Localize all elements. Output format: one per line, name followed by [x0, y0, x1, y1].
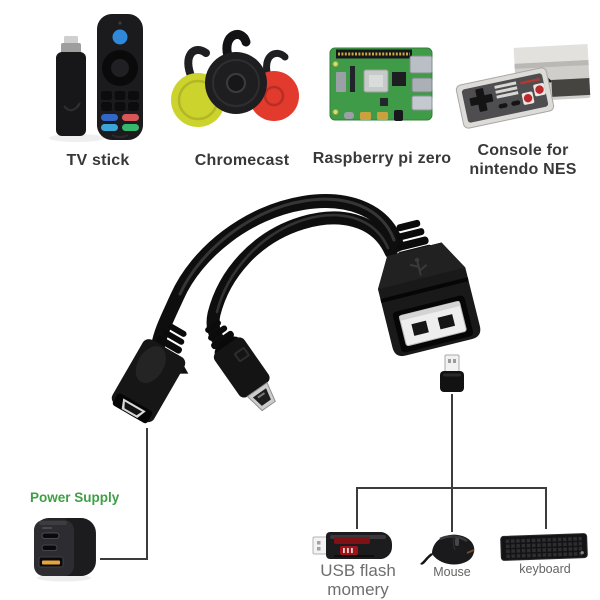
usb-a-female-connector: [377, 219, 481, 357]
micro-usb-female-connector: [111, 323, 189, 424]
cable-middle-branch: [206, 211, 398, 361]
mic-hole-icon: [118, 21, 122, 25]
nes-label: Console for nintendo NES: [469, 142, 577, 178]
ethernet-port: [409, 55, 433, 74]
chrome-logo-icon: [226, 73, 246, 93]
raspberry-pi-label: Raspberry pi zero: [312, 150, 452, 167]
usb-c-port-1: [41, 532, 60, 539]
scroll-wheel-icon: [455, 538, 459, 546]
alexa-button-icon: [112, 29, 128, 45]
mouse-cable: [420, 552, 433, 565]
usb-c-power-port: [344, 112, 354, 119]
chromecast-label: Chromecast: [194, 152, 290, 169]
usb-port-stack-2: [411, 95, 433, 111]
usb-a-male-plug-icon: [440, 354, 464, 392]
ram-chip: [392, 72, 406, 86]
chromecast-black-puck: [205, 30, 267, 114]
usb-port-stack: [411, 77, 433, 93]
flash-slider: [340, 546, 358, 555]
nes-image: [455, 43, 591, 129]
app-button-green: [122, 124, 139, 131]
keyboard-label: keyboard: [519, 562, 571, 576]
usb-trident-icon: [409, 257, 428, 276]
usb-flash-drive-image: [312, 532, 392, 559]
micro-usb-male-connector: [205, 320, 276, 412]
tv-stick-label: TV stick: [66, 152, 130, 169]
app-button-red: [122, 114, 139, 121]
alexa-remote: [97, 14, 143, 140]
otg-cable-image: [111, 194, 481, 424]
b-button: [523, 94, 533, 103]
flash-usb-connector: [312, 536, 328, 555]
power-to-micro-usb-line: [100, 428, 148, 560]
key-rows: [505, 536, 583, 559]
audio-jack: [394, 110, 403, 121]
app-button-lightblue: [101, 124, 118, 131]
mouse-image: [420, 534, 475, 565]
power-supply-label: Power Supply: [30, 490, 120, 505]
micro-hdmi-port: [360, 112, 371, 120]
select-button: [498, 103, 508, 109]
usb-c-port-2: [41, 544, 58, 551]
chromecast-image: [171, 30, 299, 127]
usb-to-peripherals-lines: [356, 394, 547, 532]
raspberry-pi-image: [329, 47, 433, 121]
app-button-blue: [101, 114, 118, 121]
start-button: [511, 100, 521, 106]
keyboard-image: [500, 533, 588, 561]
nes-controller: [455, 67, 555, 129]
mouse-label: Mouse: [433, 565, 471, 579]
power-supply-image: [34, 518, 96, 582]
micro-hdmi-port-2: [377, 112, 388, 120]
a-button: [535, 85, 544, 94]
usb-flash-label: USB flash momery: [320, 561, 396, 600]
mouse-body: [432, 534, 475, 565]
fire-tv-stick-image: [49, 14, 143, 142]
tv-stick-dongle: [56, 36, 86, 136]
